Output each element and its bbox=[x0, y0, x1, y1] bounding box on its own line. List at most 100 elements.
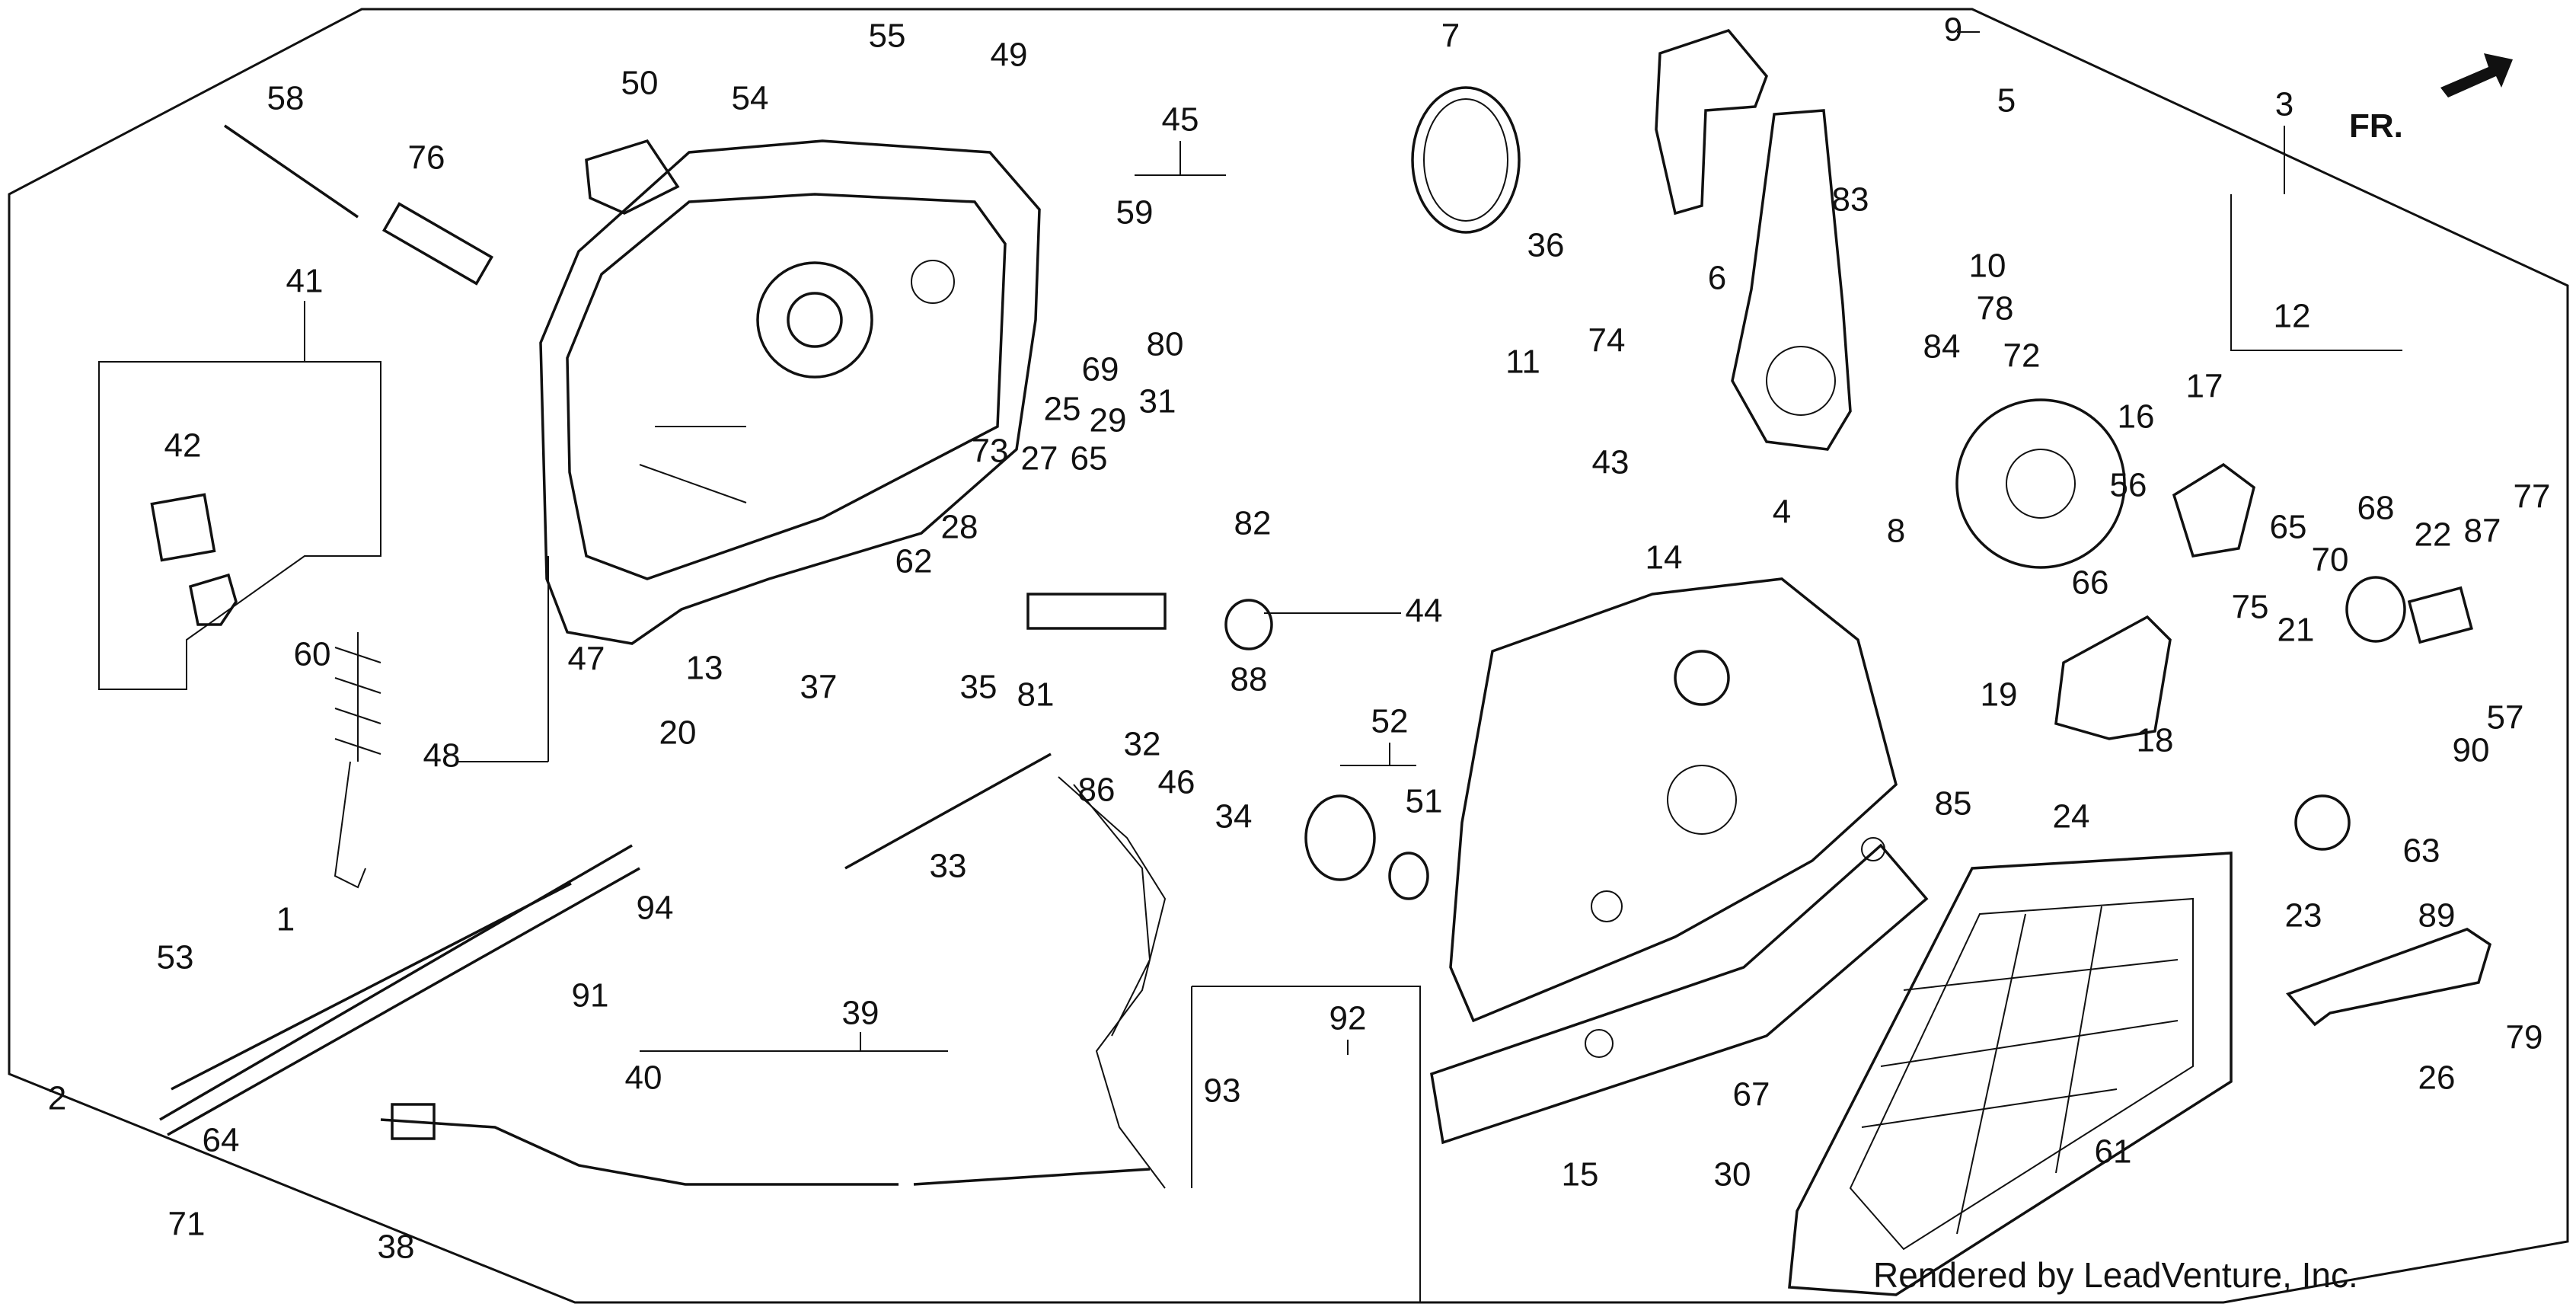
callout-68: 68 bbox=[2357, 490, 2395, 527]
callout-36: 36 bbox=[1527, 227, 1565, 264]
callout-7: 7 bbox=[1441, 18, 1460, 55]
callout-37: 37 bbox=[800, 669, 838, 706]
box-92 bbox=[1192, 986, 1421, 1302]
callout-94: 94 bbox=[637, 890, 674, 927]
part-14-side-cover bbox=[1449, 577, 1898, 1023]
part-4-lever-bracket bbox=[1731, 109, 1852, 451]
part-58-bolt bbox=[224, 124, 359, 219]
callout-8: 8 bbox=[1887, 513, 1905, 550]
callout-57: 57 bbox=[2487, 699, 2524, 737]
callout-43: 43 bbox=[1592, 444, 1630, 481]
callout-84: 84 bbox=[1923, 328, 1961, 366]
callout-61: 61 bbox=[2095, 1133, 2132, 1171]
part-26-arm bbox=[2285, 928, 2492, 1027]
callout-27a: 27 bbox=[1021, 440, 1058, 478]
callout-38: 38 bbox=[378, 1229, 415, 1266]
callout-10: 10 bbox=[1969, 248, 2006, 285]
callout-85: 85 bbox=[1935, 785, 1972, 823]
callout-30: 30 bbox=[1714, 1156, 1751, 1194]
callout-65a: 65 bbox=[1071, 440, 1108, 478]
callout-87: 87 bbox=[2464, 513, 2501, 550]
callout-29: 29 bbox=[1090, 402, 1127, 439]
callout-15: 15 bbox=[1562, 1156, 1599, 1194]
callout-labels: 58 50 54 55 49 45 76 41 42 59 80 69 25 3… bbox=[48, 11, 2551, 1266]
callout-73: 73 bbox=[972, 433, 1009, 470]
callout-65b: 65 bbox=[2270, 509, 2307, 546]
part-16-disc bbox=[1955, 398, 2126, 569]
part-13-housing bbox=[539, 139, 1041, 645]
callout-80: 80 bbox=[1147, 326, 1184, 363]
part-1-cables bbox=[159, 844, 640, 1136]
part-39-cable bbox=[380, 1103, 1151, 1186]
callout-18: 18 bbox=[2137, 722, 2174, 759]
callout-39: 39 bbox=[842, 995, 879, 1032]
callout-21: 21 bbox=[2278, 612, 2315, 649]
callout-93: 93 bbox=[1204, 1072, 1241, 1110]
callout-1: 1 bbox=[276, 901, 295, 938]
callout-40: 40 bbox=[625, 1059, 662, 1097]
callout-58: 58 bbox=[267, 80, 305, 117]
callout-33: 33 bbox=[930, 848, 967, 885]
callout-26: 26 bbox=[2418, 1059, 2456, 1097]
callout-79: 79 bbox=[2506, 1019, 2543, 1056]
callout-47: 47 bbox=[568, 641, 605, 678]
callout-62a: 62 bbox=[895, 543, 933, 580]
part-22-block bbox=[2407, 586, 2473, 644]
part-15-base-plate bbox=[1430, 837, 1929, 1145]
callout-77: 77 bbox=[2514, 478, 2551, 516]
part-52-coil bbox=[1304, 794, 1429, 900]
leader-lines bbox=[304, 31, 2285, 1055]
callout-28: 28 bbox=[941, 509, 978, 546]
callout-12: 12 bbox=[2274, 298, 2311, 335]
callout-69a: 69 bbox=[1082, 351, 1119, 388]
callout-64: 64 bbox=[203, 1122, 240, 1159]
callout-23: 23 bbox=[2285, 897, 2322, 935]
callout-72: 72 bbox=[2003, 337, 2041, 375]
callout-5: 5 bbox=[1997, 82, 2016, 120]
callout-19: 19 bbox=[1981, 676, 2018, 714]
callout-13: 13 bbox=[686, 650, 723, 687]
callout-74: 74 bbox=[1588, 322, 1626, 360]
callout-22: 22 bbox=[2415, 516, 2452, 554]
callout-4: 4 bbox=[1773, 494, 1791, 531]
callout-82a: 82 bbox=[1234, 505, 1272, 542]
callout-59a: 59 bbox=[1116, 194, 1154, 232]
callout-52: 52 bbox=[1371, 703, 1409, 740]
callout-34: 34 bbox=[1215, 798, 1253, 836]
callout-35: 35 bbox=[960, 669, 998, 706]
callout-89: 89 bbox=[2418, 897, 2456, 935]
callout-49: 49 bbox=[991, 37, 1028, 74]
credit-text: Rendered by LeadVenture, Inc. bbox=[1873, 1255, 2358, 1295]
box-41 bbox=[98, 361, 381, 690]
callout-53: 53 bbox=[157, 939, 194, 976]
callout-70a: 70 bbox=[2312, 542, 2349, 579]
part-33-rod bbox=[844, 753, 1052, 870]
callout-54: 54 bbox=[732, 80, 769, 117]
callout-16: 16 bbox=[2118, 398, 2155, 436]
callout-42: 42 bbox=[164, 427, 202, 465]
callout-75: 75 bbox=[2232, 589, 2269, 626]
callout-20: 20 bbox=[659, 714, 697, 752]
callout-88: 88 bbox=[1231, 661, 1268, 698]
part-7-ring bbox=[1411, 86, 1521, 234]
callout-2: 2 bbox=[48, 1080, 66, 1117]
callout-14: 14 bbox=[1646, 539, 1683, 577]
callout-78a: 78 bbox=[1977, 290, 2014, 328]
callout-11: 11 bbox=[1505, 344, 1540, 381]
callout-81: 81 bbox=[1017, 676, 1055, 714]
part-23-switch bbox=[2294, 794, 2351, 851]
front-label: FR. bbox=[2349, 107, 2403, 145]
diagram-border bbox=[8, 8, 2569, 1304]
callout-60: 60 bbox=[294, 636, 331, 673]
callout-32: 32 bbox=[1124, 726, 1161, 763]
callout-63: 63 bbox=[2403, 832, 2440, 870]
part-18-plate bbox=[2054, 615, 2172, 740]
part-50-switch bbox=[585, 139, 680, 215]
callout-31: 31 bbox=[1139, 383, 1176, 420]
callout-45: 45 bbox=[1162, 101, 1199, 139]
callout-83: 83 bbox=[1832, 181, 1869, 219]
callout-90: 90 bbox=[2453, 732, 2490, 769]
callout-86: 86 bbox=[1078, 772, 1116, 809]
callout-46: 46 bbox=[1158, 764, 1195, 801]
